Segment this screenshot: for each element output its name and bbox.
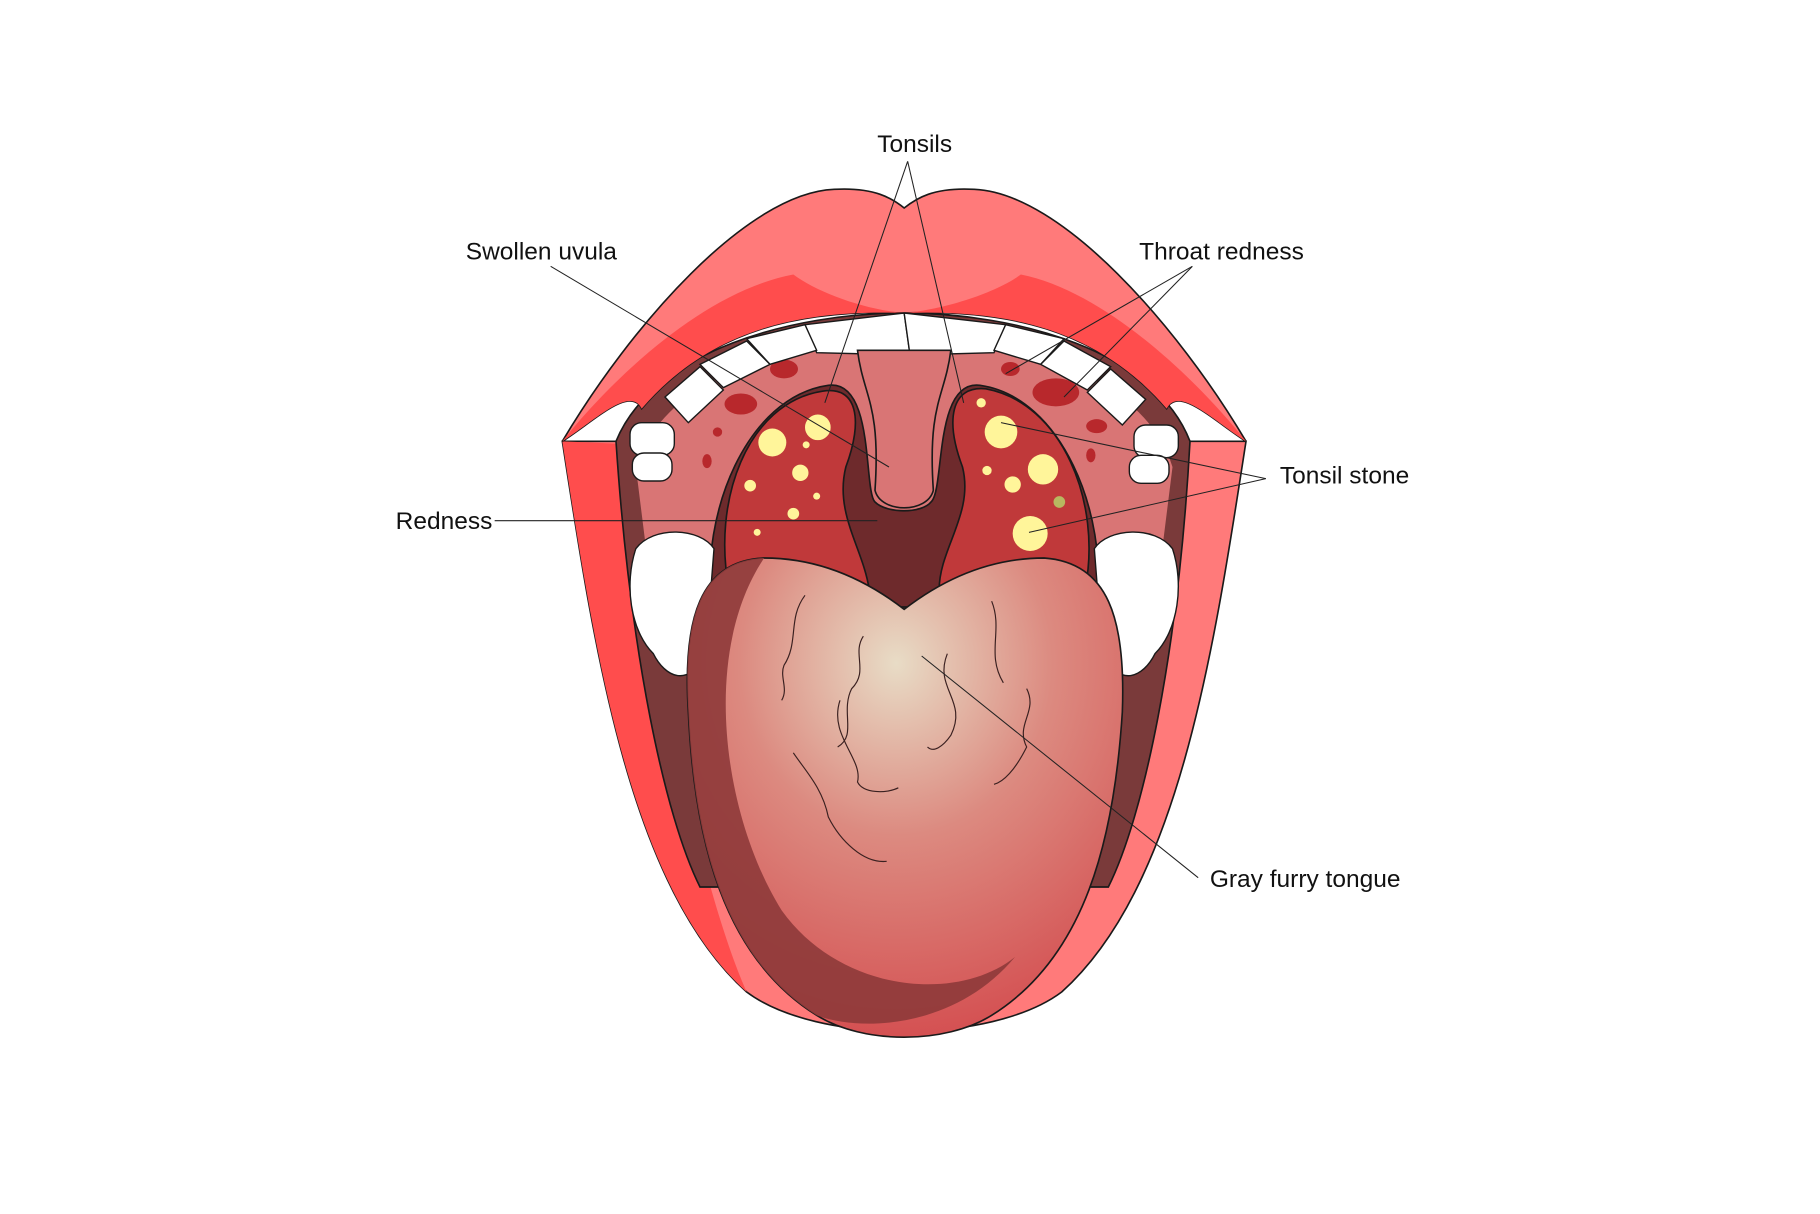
label-gray-furry-tongue: Gray furry tongue bbox=[1210, 866, 1401, 893]
tonsil-stones bbox=[744, 398, 1066, 551]
label-throat-redness: Throat redness bbox=[1139, 238, 1304, 265]
label-tonsil-stone: Tonsil stone bbox=[1280, 462, 1409, 489]
upper-teeth bbox=[629, 312, 1180, 485]
throat-redness-spots bbox=[702, 359, 1108, 469]
leader-lines bbox=[494, 161, 1266, 879]
tongue-side-shadow bbox=[687, 558, 1015, 1024]
label-tonsils: Tonsils bbox=[877, 131, 952, 158]
uvula bbox=[856, 349, 952, 509]
upper-lip-shadow-right bbox=[904, 274, 1246, 442]
upper-lip-shadow bbox=[562, 274, 905, 442]
tongue-cracks bbox=[781, 594, 1031, 862]
label-swollen-uvula: Swollen uvula bbox=[466, 238, 618, 265]
label-redness: Redness bbox=[396, 508, 493, 535]
